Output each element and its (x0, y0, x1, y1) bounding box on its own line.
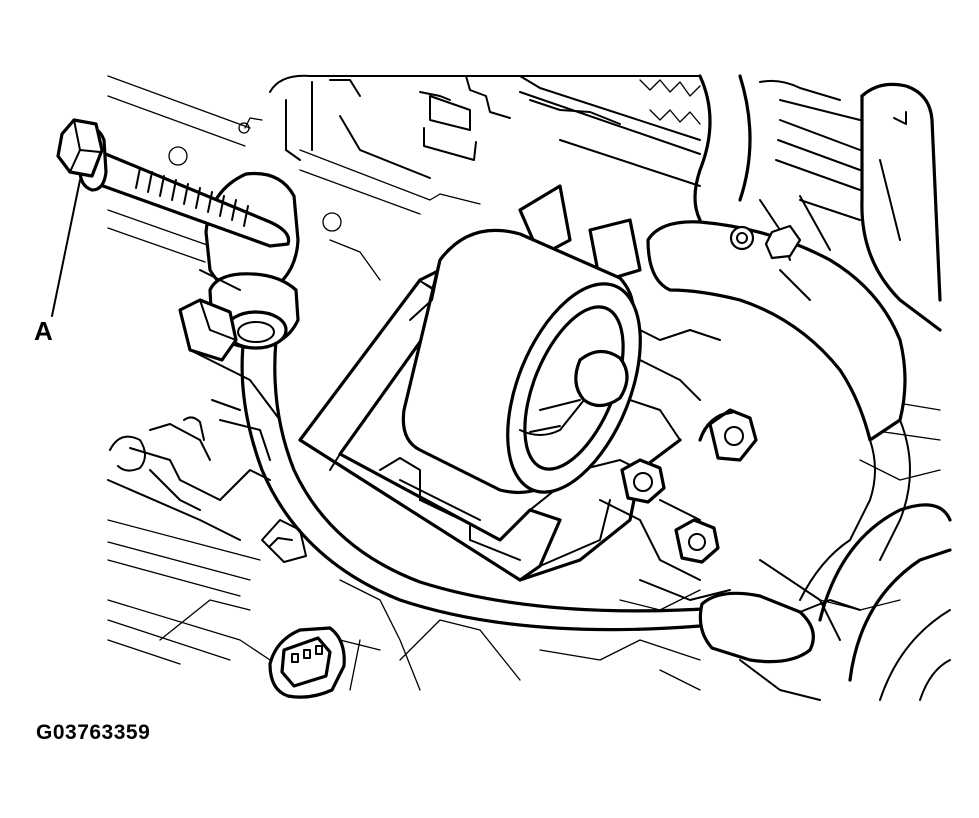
bolt-a (56, 118, 291, 248)
upper-engine-block (269, 74, 701, 187)
mount-nuts (599, 408, 758, 601)
electrical-connector (268, 626, 346, 699)
engine-background-lines (107, 75, 941, 691)
figure-id: G03763359 (36, 721, 151, 744)
curved-pipe (240, 334, 861, 664)
callout-label-a: A (34, 316, 53, 346)
callout-leader-line (51, 179, 81, 317)
mount-bushing (401, 228, 721, 495)
right-side-hoses (646, 74, 952, 701)
left-side-components (107, 269, 307, 563)
